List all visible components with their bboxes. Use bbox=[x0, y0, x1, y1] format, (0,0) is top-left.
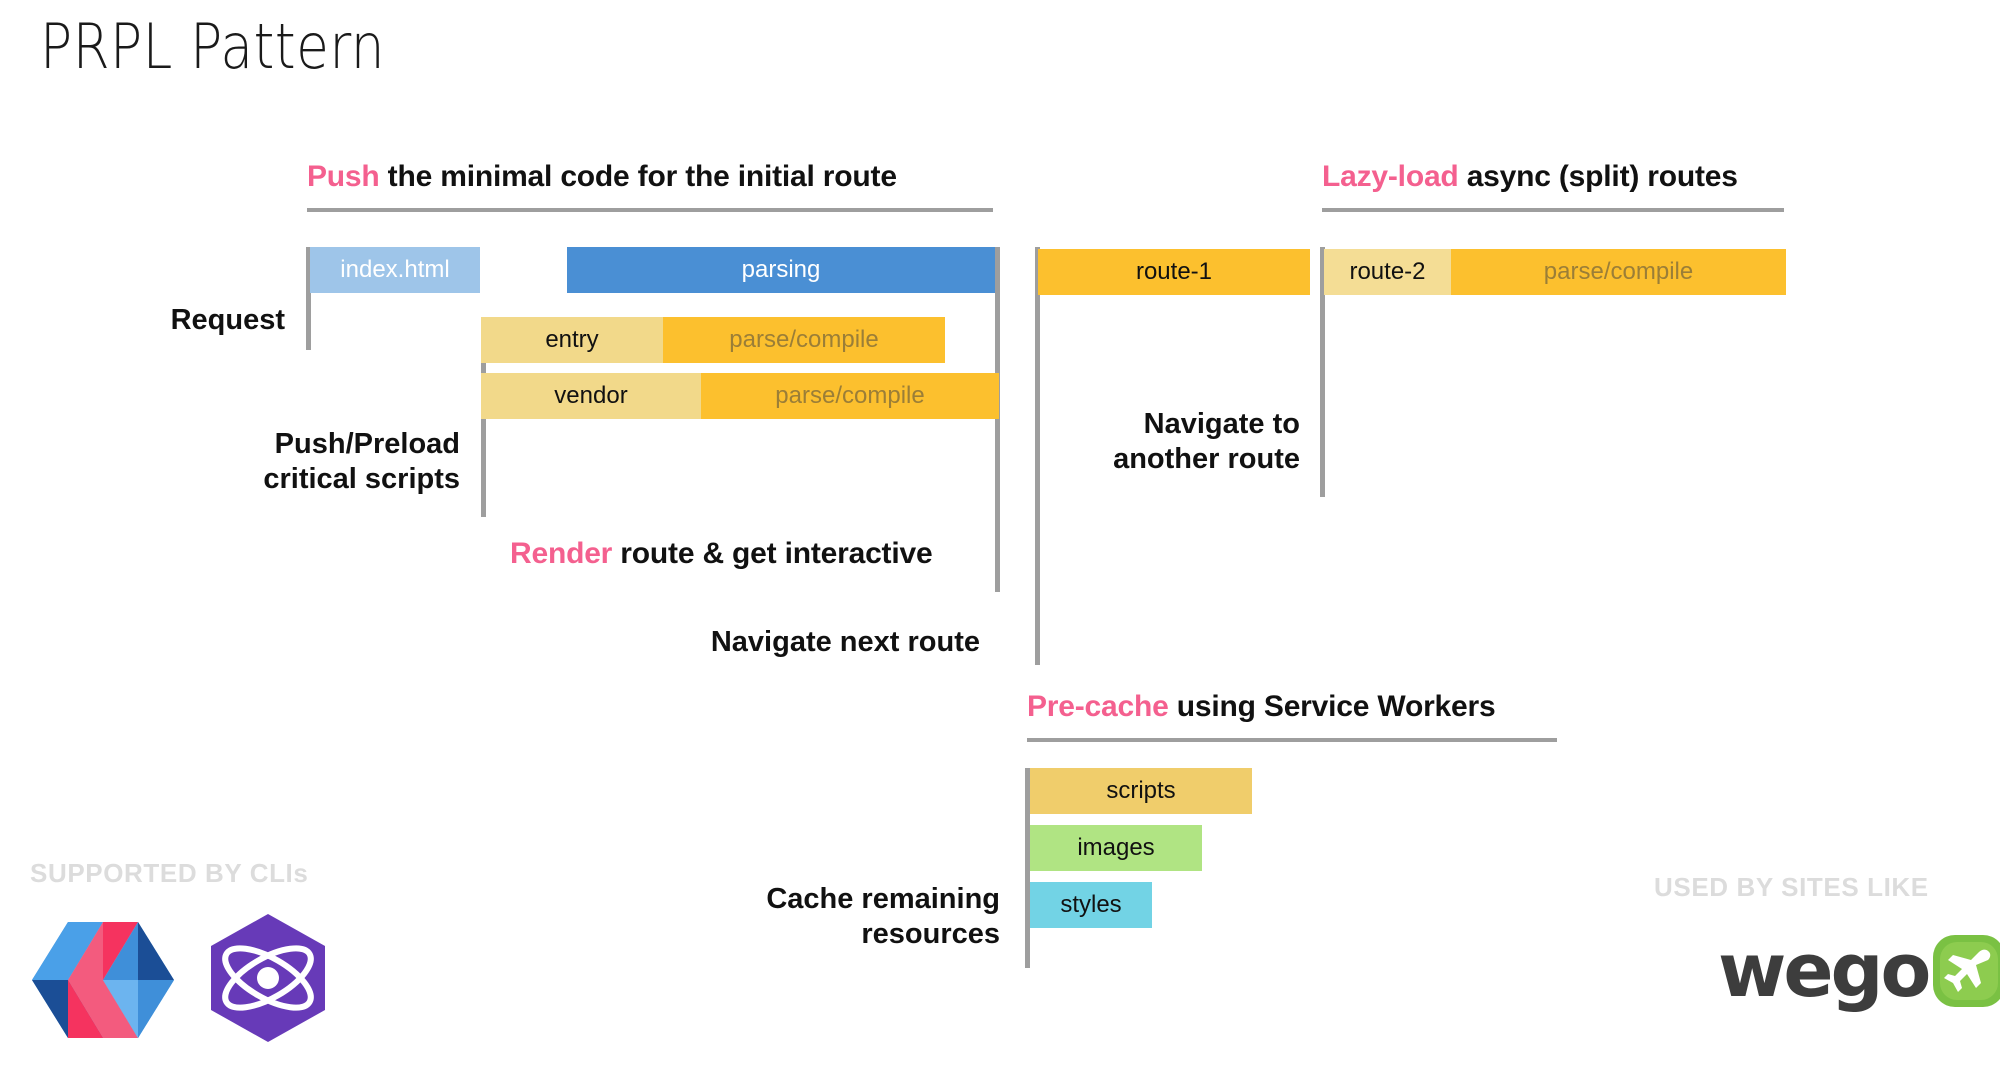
section-accent-push: Push bbox=[307, 160, 380, 193]
bar-segment-styles: styles bbox=[1030, 882, 1152, 928]
axis-label-request: Request bbox=[170, 304, 285, 336]
bar-route-1[interactable]: route-1 bbox=[1038, 249, 1310, 295]
section-accent-pre-cache: Pre-cache bbox=[1027, 690, 1169, 723]
bar-segment-images: images bbox=[1030, 825, 1202, 871]
bar-segment-vendor-parse-compile: parse/compile bbox=[701, 373, 999, 419]
page-title: PRPL Pattern bbox=[40, 10, 386, 83]
polymer-logo-icon bbox=[32, 922, 174, 1038]
section-rest-lazy-load: async (split) routes bbox=[1458, 160, 1738, 193]
guide-line-cache-remaining bbox=[1025, 768, 1030, 968]
footer-caption-left: SUPPORTED BY CLIs bbox=[30, 858, 309, 888]
preact-logo-icon bbox=[211, 914, 325, 1042]
guide-line-render bbox=[995, 247, 1000, 592]
section-rest-pre-cache: using Service Workers bbox=[1168, 690, 1496, 723]
section-rule-pre-cache bbox=[1027, 738, 1557, 742]
axis-label-navigate-another-route: Navigate to another route bbox=[1113, 408, 1300, 476]
bar-segment-entry-parse-compile: parse/compile bbox=[663, 317, 945, 363]
axis-label-push-preload: Push/Preload critical scripts bbox=[263, 428, 460, 496]
bar-segment-vendor: vendor bbox=[481, 373, 701, 419]
bar-entry[interactable]: entry parse/compile bbox=[481, 317, 945, 363]
wego-logo: wego bbox=[1718, 932, 2000, 1010]
wego-logo-text: wego bbox=[1718, 928, 1931, 1014]
section-rule-lazy-load bbox=[1322, 208, 1784, 212]
section-heading-render: Render route & get interactive bbox=[510, 537, 933, 571]
section-accent-lazy-load: Lazy-load bbox=[1322, 160, 1459, 193]
bar-segment-scripts: scripts bbox=[1030, 768, 1252, 814]
guide-line-navigate-next bbox=[1035, 247, 1040, 665]
bar-segment-parsing: parsing bbox=[567, 247, 995, 293]
bar-images[interactable]: images bbox=[1030, 825, 1202, 871]
section-rule-push bbox=[307, 208, 993, 212]
section-heading-pre-cache: Pre-cache using Service Workers bbox=[1027, 690, 1496, 724]
bar-scripts[interactable]: scripts bbox=[1030, 768, 1252, 814]
section-heading-push: Push the minimal code for the initial ro… bbox=[307, 160, 897, 194]
bar-index-html[interactable]: index.html bbox=[310, 247, 480, 293]
section-accent-render: Render bbox=[510, 537, 613, 570]
bar-segment-route-2: route-2 bbox=[1324, 249, 1451, 295]
bar-segment-route-1: route-1 bbox=[1038, 249, 1310, 295]
axis-label-cache-remaining: Cache remaining resources bbox=[766, 883, 1000, 951]
bar-segment-index-html: index.html bbox=[310, 247, 480, 293]
bar-segment-route-2-parse-compile: parse/compile bbox=[1451, 249, 1786, 295]
wego-plane-badge-icon bbox=[1933, 935, 2000, 1007]
guide-line-request bbox=[306, 247, 311, 350]
bar-segment-styles-wrap[interactable]: styles bbox=[1030, 882, 1152, 928]
section-rest-render: route & get interactive bbox=[612, 537, 933, 570]
section-rest-push: the minimal code for the initial route bbox=[379, 160, 897, 193]
guide-line-navigate-another bbox=[1320, 247, 1325, 497]
section-heading-lazy-load: Lazy-load async (split) routes bbox=[1322, 160, 1738, 194]
footer-caption-right: USED BY SITES LIKE bbox=[1654, 872, 1929, 902]
guide-line-push-preload bbox=[481, 323, 486, 517]
axis-label-navigate-next-route: Navigate next route bbox=[710, 626, 980, 658]
preact-logo bbox=[202, 912, 334, 1044]
polymer-logo bbox=[32, 920, 174, 1040]
bar-parsing[interactable]: parsing bbox=[567, 247, 995, 293]
bar-segment-entry: entry bbox=[481, 317, 663, 363]
bar-route-2[interactable]: route-2 parse/compile bbox=[1324, 249, 1786, 295]
bar-vendor[interactable]: vendor parse/compile bbox=[481, 373, 999, 419]
